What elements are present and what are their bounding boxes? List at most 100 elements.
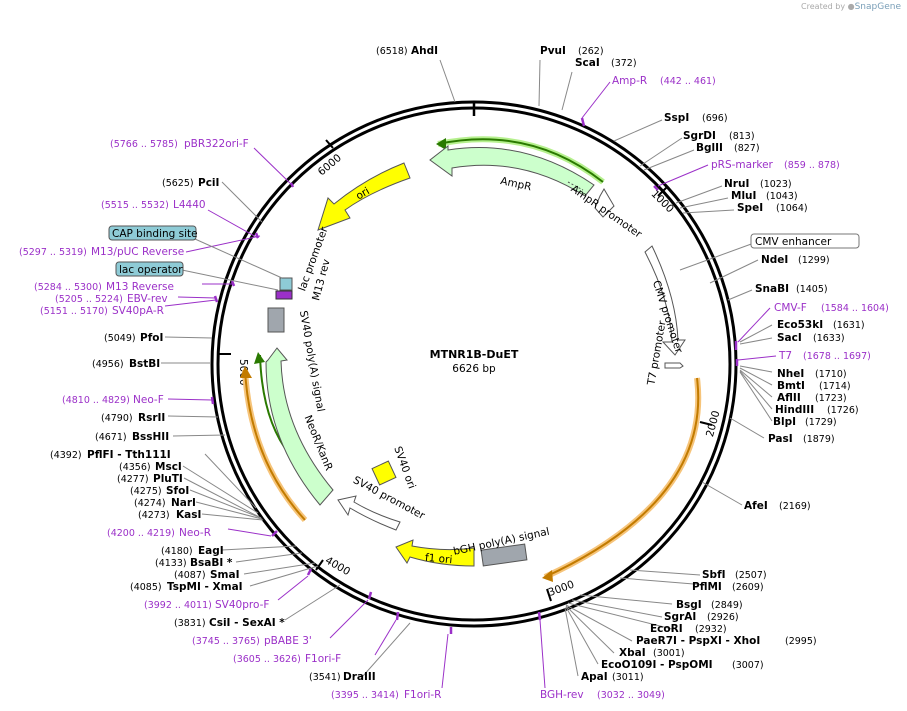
primer-pbabe3[interactable]: pBABE 3': [264, 635, 312, 647]
cap-binding-site-box[interactable]: [108, 225, 197, 241]
enzyme-afei[interactable]: AfeI: [744, 500, 768, 512]
primer-l4440-range: (5515 .. 5532): [101, 200, 169, 211]
enzyme-pflmi[interactable]: PflMI: [692, 581, 722, 593]
enzyme-apai-pos: (3011): [612, 672, 644, 683]
ampr-orf-line: [437, 138, 604, 183]
enzyme-bstbi[interactable]: BstBI: [129, 358, 160, 370]
primer-sv40pa-r[interactable]: SV40pA-R: [112, 305, 164, 317]
enzyme-pflfi-tth111i[interactable]: PflFI - Tth111I: [87, 449, 171, 461]
enzyme-afei-pos: (2169): [779, 501, 811, 512]
enzyme-scai[interactable]: ScaI: [575, 57, 600, 69]
snapgene-logo-icon: ●: [847, 2, 855, 11]
primer-sv40pro-f-range: (3992 .. 4011): [144, 600, 212, 611]
primer-amp-r[interactable]: Amp-R: [612, 75, 647, 87]
sv40-ori-label: SV40 ori: [391, 445, 417, 491]
enzyme-nari[interactable]: NarI: [171, 497, 196, 509]
neor-green-arrowhead: [254, 352, 265, 364]
primer-t7[interactable]: T7: [778, 350, 792, 362]
primer-f1ori-f[interactable]: F1ori-F: [305, 653, 341, 665]
enzyme-blpi[interactable]: BlpI: [773, 416, 796, 428]
enzyme-spei[interactable]: SpeI: [737, 202, 763, 214]
enzyme-tspmi-xmai[interactable]: TspMI - XmaI: [167, 581, 243, 593]
primer-pbr322ori-f[interactable]: pBR322ori-F: [184, 138, 249, 150]
primer-f1ori-r[interactable]: F1ori-R: [404, 689, 441, 701]
tick-label-3000: 3000: [547, 579, 576, 599]
primer-m13-reverse[interactable]: M13 Reverse: [106, 281, 174, 293]
enzyme-eco0109i-pspomi[interactable]: EcoO109I - PspOMI: [601, 659, 713, 671]
sv40-promoter-feature: [337, 495, 401, 531]
primer-neo-r[interactable]: Neo-R: [179, 527, 211, 539]
lac-operator-box[interactable]: [115, 261, 184, 277]
enzyme-pasi[interactable]: PasI: [768, 433, 793, 445]
enzyme-sgrai[interactable]: SgrAI: [664, 611, 696, 623]
enzyme-sspi[interactable]: SspI: [664, 112, 689, 124]
enzyme-bsshii[interactable]: BssHII: [132, 431, 169, 443]
enzyme-kasi[interactable]: KasI: [176, 509, 201, 521]
enzyme-saci[interactable]: SacI: [777, 332, 802, 344]
primer-l4440[interactable]: L4440: [173, 199, 206, 211]
enzyme-sfoi[interactable]: SfoI: [166, 485, 189, 497]
enzyme-sgrdi[interactable]: SgrDI: [683, 130, 716, 142]
enzyme-pluti[interactable]: PluTI: [153, 473, 183, 485]
enzyme-csii-sexai[interactable]: CsiI - SexAI *: [209, 617, 285, 629]
enzyme-bmti[interactable]: BmtI: [777, 380, 805, 392]
enzyme-pflmi-pos: (2609): [732, 582, 764, 593]
enzyme-apai[interactable]: ApaI: [581, 671, 608, 683]
enzyme-bsgi[interactable]: BsgI: [676, 599, 702, 611]
ampr-dotted: [567, 181, 584, 191]
enzyme-bsabi[interactable]: BsaBI *: [190, 557, 233, 569]
primer-m13-reverse-range: (5284 .. 5300): [34, 282, 102, 293]
snapgene-credit: Created by ●SnapGene: [801, 2, 901, 12]
boxed-leader-lines: [181, 238, 755, 291]
enzyme-bglii[interactable]: BglII: [696, 142, 723, 154]
enzyme-ahdi[interactable]: AhdI: [411, 45, 438, 57]
enzyme-nhei[interactable]: NheI: [777, 368, 804, 380]
enzyme-msci[interactable]: MscI: [155, 461, 182, 473]
enzyme-smai[interactable]: SmaI: [210, 569, 240, 581]
cmv-enhancer-label: CMV enhancer: [755, 236, 832, 248]
primer-bgh-rev[interactable]: BGH-rev: [540, 689, 584, 701]
cmv-enhancer-box[interactable]: [750, 233, 860, 249]
enzyme-pvui[interactable]: PvuI: [540, 45, 566, 57]
enzyme-snabi[interactable]: SnaBI: [755, 283, 789, 295]
primer-ebv-rev[interactable]: EBV-rev: [127, 293, 168, 305]
primer-pbabe3-range: (3745 .. 3765): [192, 636, 260, 647]
primer-prs-marker[interactable]: pRS-marker: [711, 159, 774, 171]
enzyme-pfoi[interactable]: PfoI: [140, 332, 163, 344]
enzyme-ecori[interactable]: EcoRI: [650, 623, 683, 635]
enzyme-mlui[interactable]: MluI: [731, 190, 756, 202]
primer-neo-f[interactable]: Neo-F: [133, 394, 164, 406]
primer-sv40pro-f[interactable]: SV40pro-F: [215, 599, 269, 611]
primer-cmv-f[interactable]: CMV-F: [774, 302, 807, 314]
enzyme-hindiii[interactable]: HindIII: [775, 404, 814, 416]
enzyme-pflfi-tth111i-pos: (4392): [50, 450, 82, 461]
enzyme-rsrii[interactable]: RsrII: [138, 412, 165, 424]
enzyme-nari-pos: (4274): [134, 498, 166, 509]
enzyme-ndei[interactable]: NdeI: [761, 254, 788, 266]
enzyme-aflii[interactable]: AflII: [777, 392, 801, 404]
primer-m13-puc-reverse[interactable]: M13/pUC Reverse: [91, 246, 184, 258]
leader-lines: [161, 59, 773, 677]
ampr-promoter-label: AmpR promoter: [569, 183, 645, 241]
enzyme-saci-pos: (1633): [813, 333, 845, 344]
enzyme-sbfi[interactable]: SbfI: [702, 569, 726, 581]
primer-f1ori-r-range: (3395 .. 3414): [331, 690, 399, 701]
tick-label-6000: 6000: [316, 152, 344, 178]
primer-ebv-rev-range: (5205 .. 5224): [55, 294, 123, 305]
enzyme-ndei-pos: (1299): [798, 255, 830, 266]
cap-binding-site-label: CAP binding site: [112, 228, 198, 240]
enzyme-eco53ki-pos: (1631): [833, 320, 865, 331]
enzyme-eco53ki[interactable]: Eco53kI: [777, 319, 823, 331]
primer-bgh-rev-range: (3032 .. 3049): [597, 690, 665, 701]
enzyme-eagi[interactable]: EagI: [198, 545, 224, 557]
enzyme-sgrdi-pos: (813): [729, 131, 755, 142]
enzyme-paer7i-pspxi-xhoi[interactable]: PaeR7I - PspXI - XhoI: [636, 635, 760, 647]
enzyme-nrui[interactable]: NruI: [724, 178, 749, 190]
enzyme-bsgi-pos: (2849): [711, 600, 743, 611]
primer-pbr322ori-f-range: (5766 .. 5785): [110, 139, 178, 150]
insert-orf-line: [544, 377, 700, 578]
enzyme-xbai[interactable]: XbaI: [619, 647, 646, 659]
enzyme-pcii[interactable]: PciI: [198, 177, 219, 189]
enzyme-draiii[interactable]: DraIII: [343, 671, 376, 683]
